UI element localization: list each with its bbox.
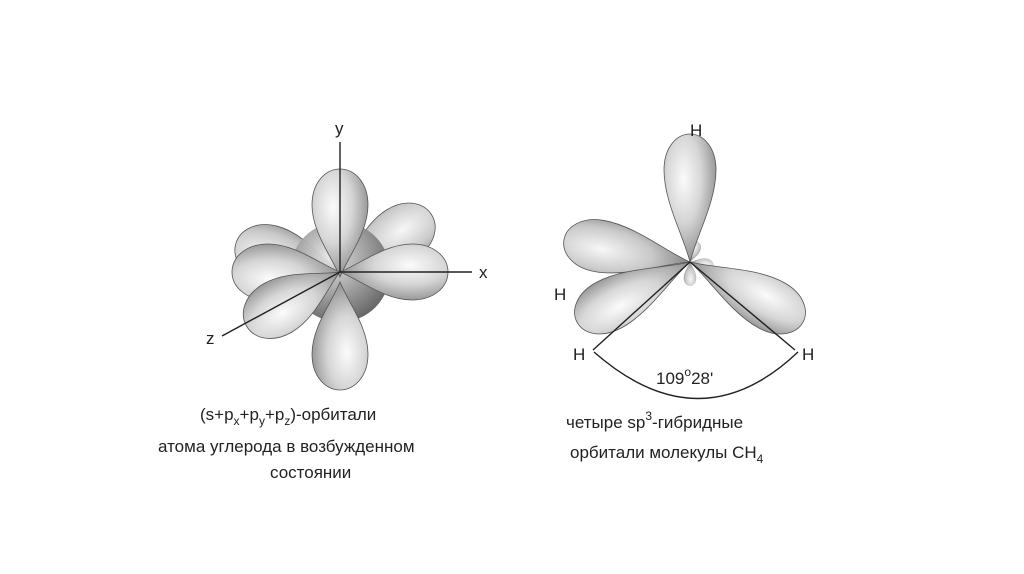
- left-caption-line3: состоянии: [270, 463, 352, 482]
- axis-label-y: y: [335, 119, 344, 138]
- bond-angle-label: 109o28': [656, 366, 714, 388]
- left-caption-line1: (s+px+py+pz)-орбитали: [200, 404, 377, 428]
- angle-minutes: 28': [691, 369, 714, 388]
- axis-label-z: z: [206, 329, 215, 348]
- h-label-left: H: [554, 285, 567, 304]
- h-label-top: H: [690, 121, 703, 140]
- right-caption-1a: четыре sp: [566, 413, 646, 432]
- sp3-lobe-front-right: [677, 238, 816, 346]
- right-orbital-group: [558, 133, 816, 351]
- bond-line-right: [689, 261, 796, 351]
- sp3-lobe-top: [663, 133, 717, 263]
- angle-degree-mark: o: [684, 365, 692, 379]
- right-caption-sub: 4: [756, 452, 764, 466]
- caption-sub-x: x: [233, 414, 240, 428]
- caption-plus2: +p: [264, 405, 285, 424]
- caption-open: (s+p: [200, 405, 234, 424]
- right-caption-2a: орбитали молекулы СН: [570, 443, 757, 462]
- h-label-bottom-right: H: [802, 345, 815, 364]
- right-caption-line1: четыре sp3-гибридные: [566, 409, 744, 435]
- caption-close: )-орбитали: [290, 405, 377, 424]
- left-orbital-group: [221, 142, 472, 391]
- caption-sub-y: y: [258, 414, 265, 428]
- left-caption-line2: атома углерода в возбужденном: [158, 437, 415, 456]
- caption-plus1: +p: [239, 405, 259, 424]
- z-axis: [221, 271, 341, 337]
- h-label-bottom-left: H: [573, 345, 586, 364]
- right-caption-line2: орбитали молекулы СН4: [570, 442, 764, 466]
- angle-arc: [593, 351, 799, 400]
- right-caption-1b: -гибридные: [652, 413, 744, 432]
- axis-label-x: x: [479, 263, 488, 282]
- right-caption-sup: 3: [645, 409, 653, 423]
- bond-line-left: [592, 261, 691, 351]
- caption-sub-z: z: [284, 414, 291, 428]
- angle-degrees: 109: [656, 369, 685, 388]
